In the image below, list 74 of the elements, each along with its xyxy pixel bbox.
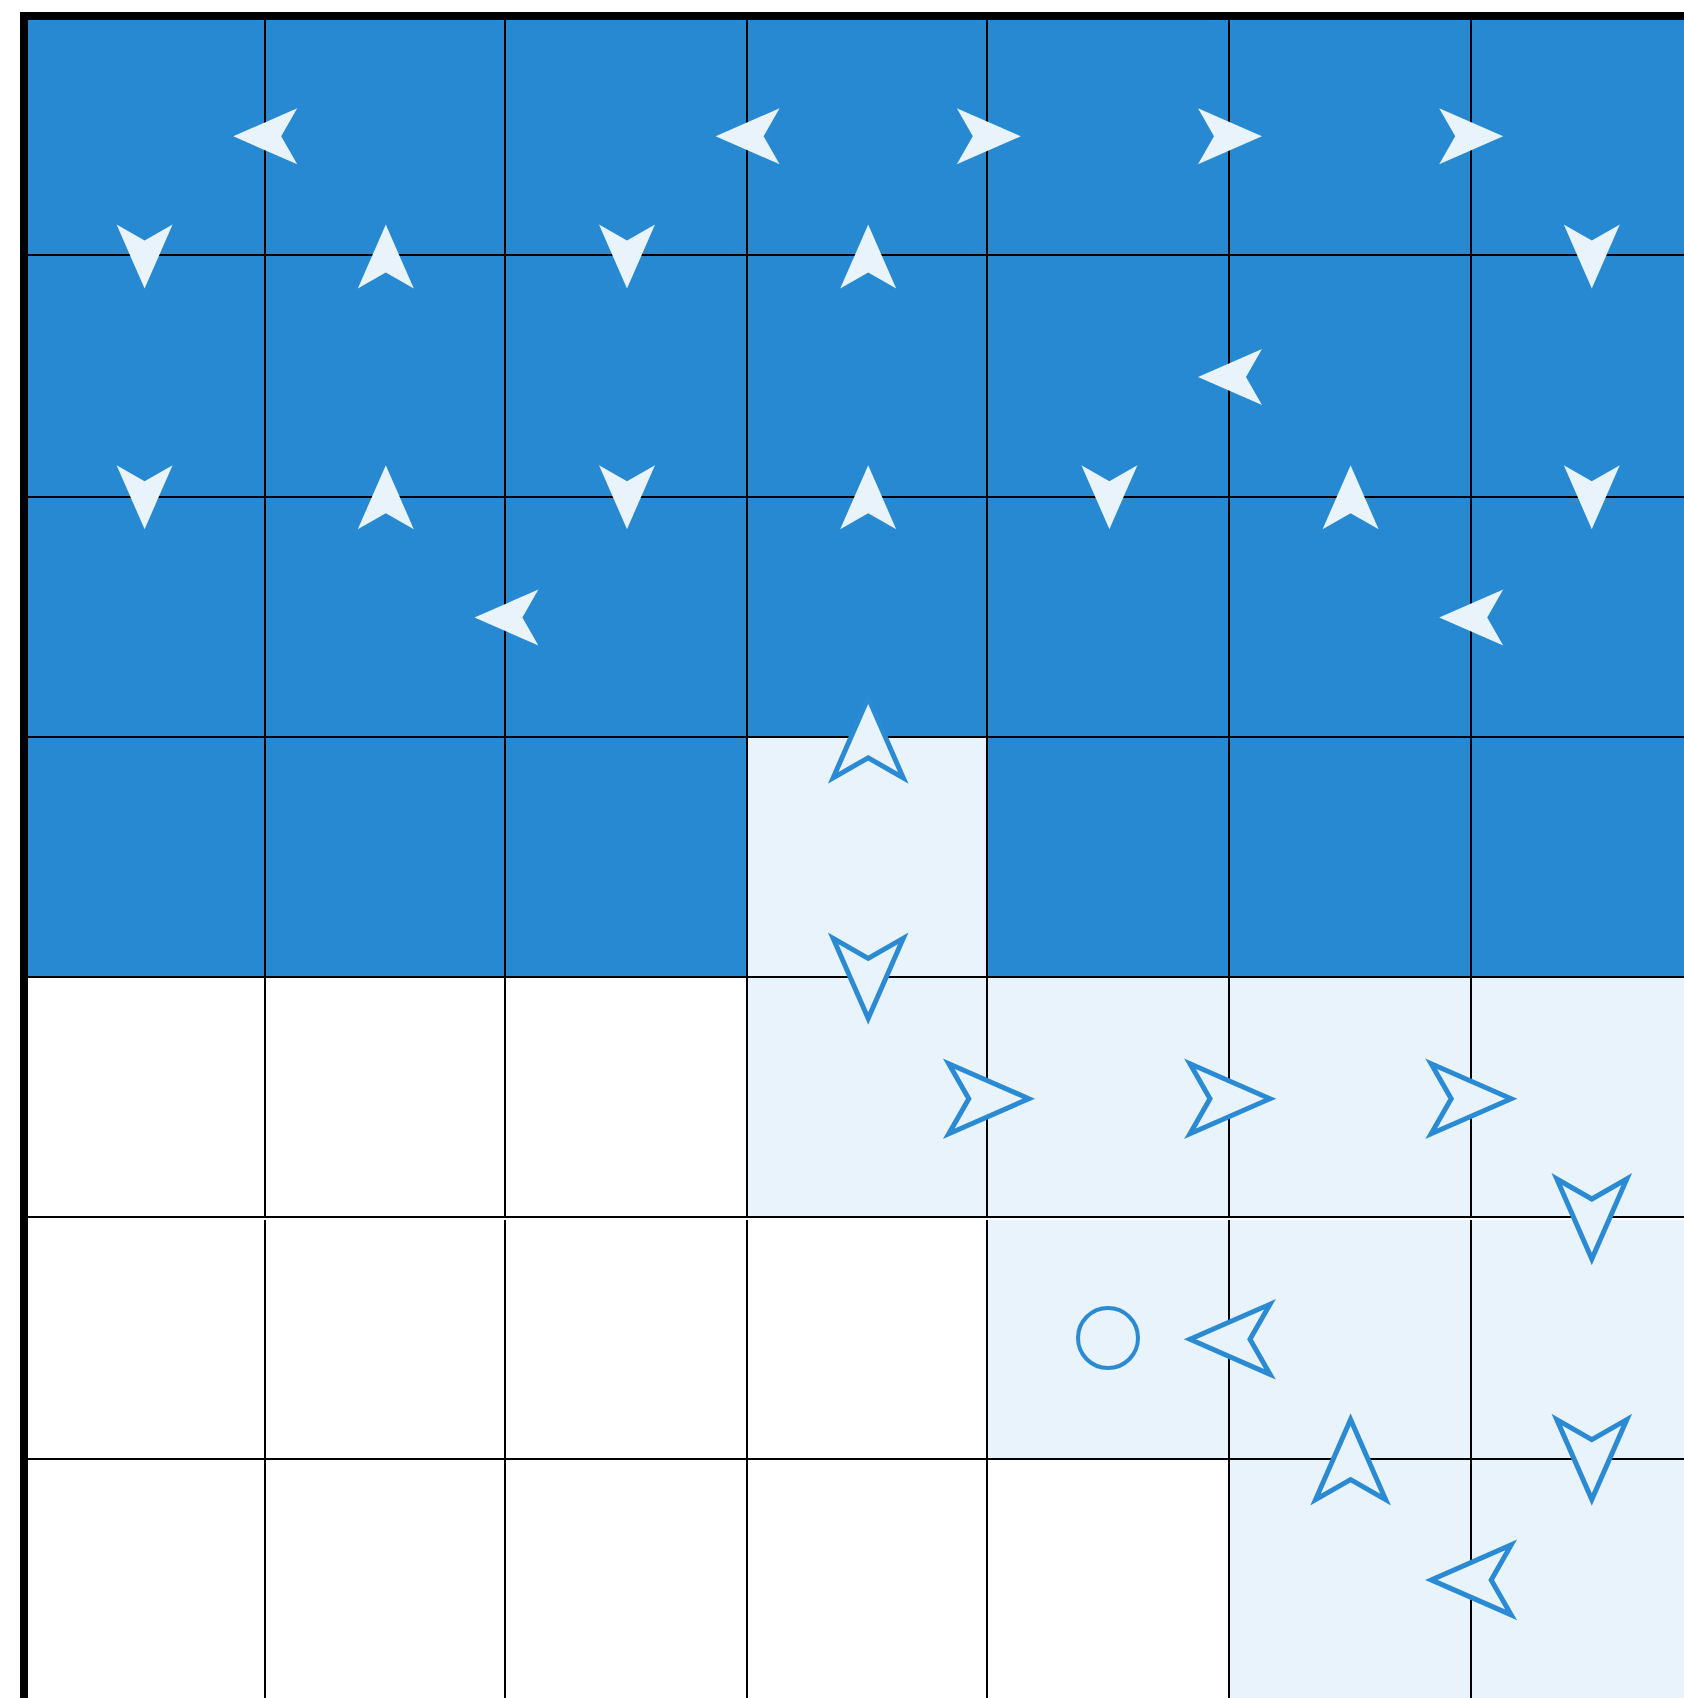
grid-cell <box>1230 978 1472 1219</box>
grid-cell <box>747 737 989 979</box>
grid-cell <box>988 497 1230 738</box>
grid-cell <box>506 978 748 1219</box>
grid-cell <box>1230 737 1472 979</box>
grid-cell <box>1471 1459 1684 1698</box>
arrow <box>116 224 173 289</box>
arrow <box>599 224 655 289</box>
grid-cell <box>1471 1219 1684 1460</box>
arrow <box>474 589 539 646</box>
grid-cell <box>265 256 507 498</box>
arrow <box>599 465 655 530</box>
grid-cell <box>747 1219 989 1460</box>
arrow <box>1322 465 1379 530</box>
arrow <box>1310 1413 1391 1506</box>
arrow <box>1439 108 1504 165</box>
arrow <box>1563 224 1620 289</box>
grid-cell <box>24 16 266 257</box>
grid-cell <box>988 16 1230 257</box>
grid-cell <box>988 978 1230 1219</box>
grid-cell <box>1230 497 1472 738</box>
grid-cell <box>747 256 989 498</box>
arrow <box>1081 465 1138 530</box>
grid-cell <box>265 16 507 257</box>
grid-cell <box>1471 16 1684 257</box>
grid-cell <box>988 1219 1230 1460</box>
arrow <box>840 465 897 530</box>
arrow <box>840 224 897 289</box>
arrow <box>1183 1299 1276 1380</box>
arrow <box>357 224 414 289</box>
arrow <box>956 108 1021 165</box>
arrow <box>1198 348 1262 405</box>
grid-cell <box>506 497 748 738</box>
grid-cell <box>1471 256 1684 498</box>
arrow <box>1551 1413 1633 1506</box>
arrow <box>942 1058 1036 1139</box>
arrow <box>715 108 780 165</box>
arrow <box>1425 1058 1518 1139</box>
grid-cell <box>1230 256 1472 498</box>
grid-cell <box>265 737 507 979</box>
arrow <box>1184 1058 1277 1139</box>
arrow <box>1563 465 1620 530</box>
grid-cell <box>747 497 989 738</box>
arrow <box>1439 589 1504 646</box>
grid-cell <box>506 16 748 257</box>
grid-cell <box>506 737 748 979</box>
grid-cell <box>24 737 266 979</box>
arrow <box>827 932 909 1025</box>
grid-cell <box>506 1219 748 1460</box>
grid-cell <box>1230 1219 1472 1460</box>
grid-cell <box>265 978 507 1219</box>
arrow <box>1198 108 1262 165</box>
grid-cell <box>24 256 266 498</box>
grid-cell <box>988 256 1230 498</box>
arrow <box>1424 1539 1518 1621</box>
grid-cell <box>1230 16 1472 257</box>
grid-cell <box>265 497 507 738</box>
grid-cell <box>1471 978 1684 1219</box>
grid-cell <box>265 1459 507 1698</box>
grid-cell <box>1471 497 1684 738</box>
arrow <box>357 465 414 530</box>
arrow <box>1551 1173 1633 1266</box>
grid-cell <box>265 1219 507 1460</box>
grid-cell <box>24 1219 266 1460</box>
grid-cell <box>24 497 266 738</box>
grid-cell <box>1230 1459 1472 1698</box>
grid-cell <box>747 16 989 257</box>
grid-cell <box>988 737 1230 979</box>
grid-cell <box>24 978 266 1219</box>
grid-cell <box>506 256 748 498</box>
grid-cell <box>1471 737 1684 979</box>
arrow <box>233 108 298 165</box>
grid-cell <box>747 978 989 1219</box>
arrow <box>116 465 173 530</box>
